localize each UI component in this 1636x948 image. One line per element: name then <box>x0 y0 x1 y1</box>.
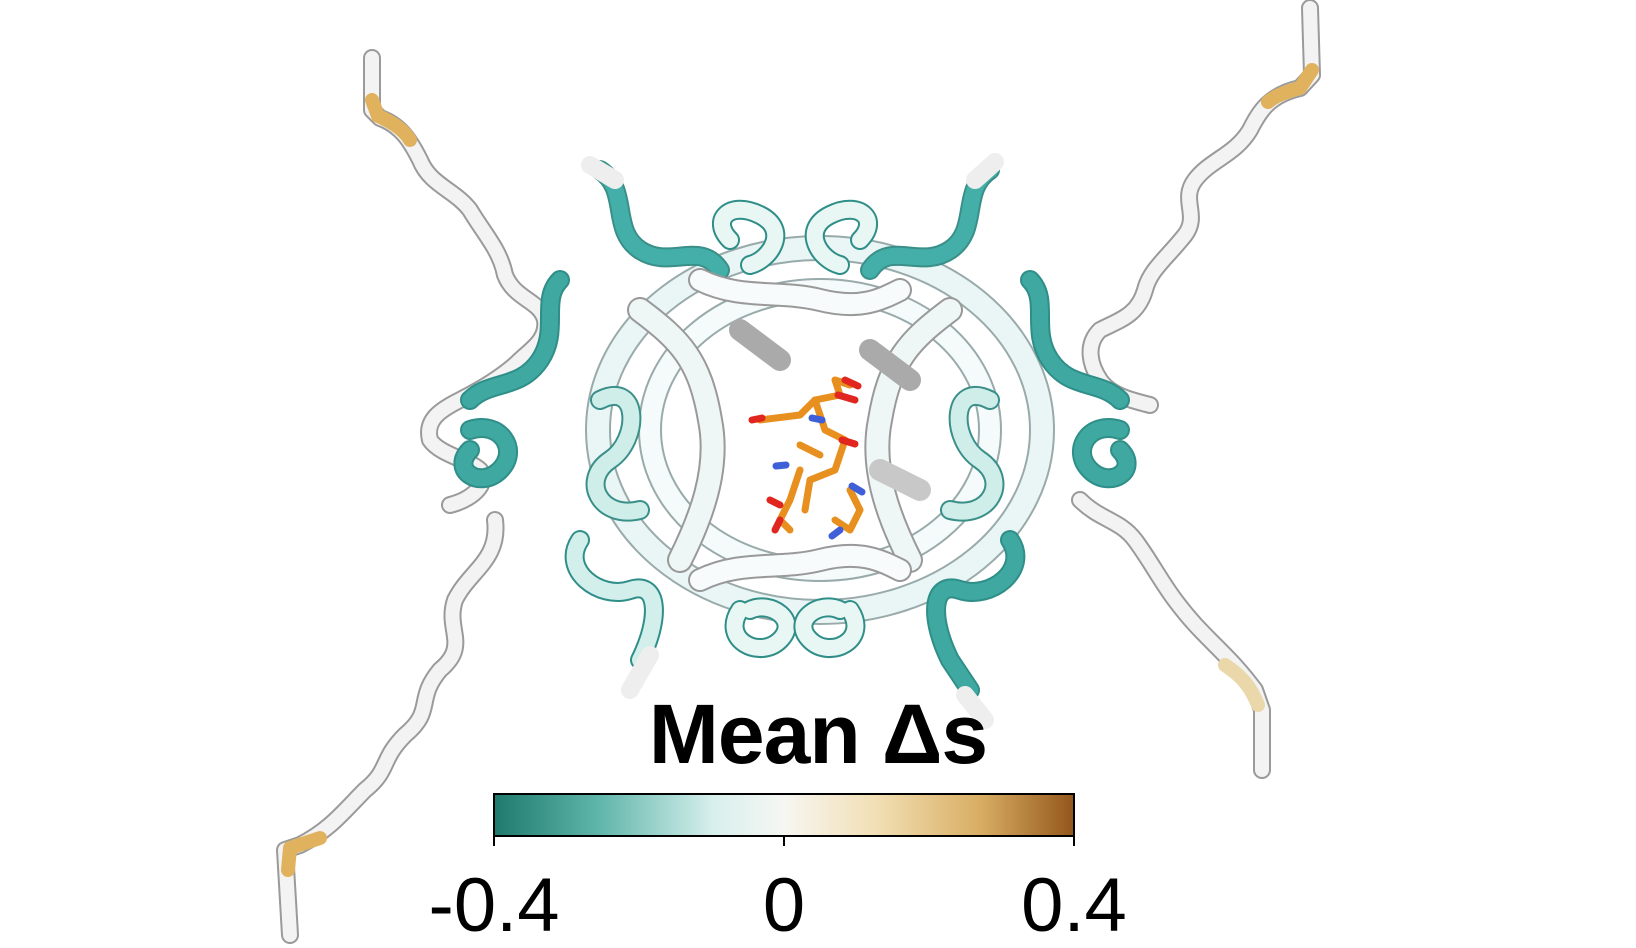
colorbar-tick-label-min: -0.4 <box>428 863 560 948</box>
protein-core <box>453 153 1137 729</box>
tail-lower-left <box>276 511 505 944</box>
colorbar-tick-label-max: 0.4 <box>1021 863 1127 948</box>
colorbar <box>493 793 1075 846</box>
tail-lower-right <box>1071 491 1271 779</box>
colorbar-gradient-bar <box>493 793 1075 837</box>
ligand-molecule <box>748 376 866 540</box>
tail-upper-left <box>363 49 555 514</box>
colorbar-title: Mean Δs <box>648 687 988 781</box>
colorbar-tick-label-zero: 0 <box>762 863 806 948</box>
tail-upper-right <box>1081 0 1321 414</box>
